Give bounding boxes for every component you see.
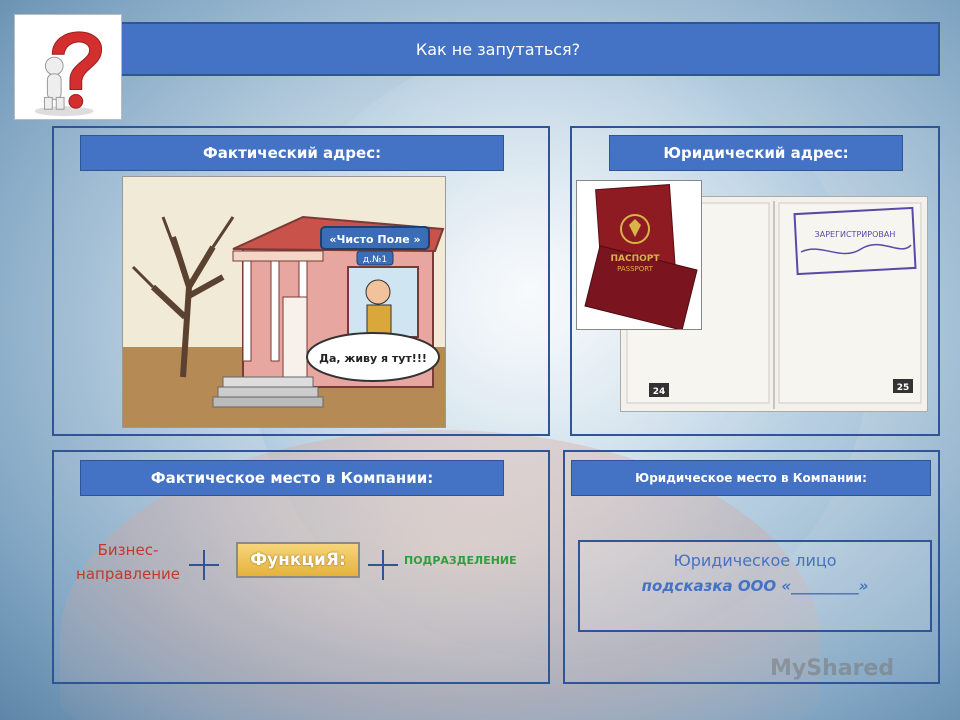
subdivision-label: ПОДРАЗДЕЛЕНИЕ	[404, 554, 517, 567]
watermark: MyShared	[770, 656, 895, 681]
label-legal-place-text: Юридическое место в Компании:	[635, 471, 867, 485]
business-line-label: Бизнес- направление	[76, 541, 180, 583]
house-illustration: «Чисто Поле » д.№1 Да, живу я тут!!!	[122, 176, 446, 428]
plus-icon	[368, 550, 398, 580]
street-sign-text: «Чисто Поле »	[329, 233, 420, 246]
page-number-left: 24	[653, 387, 666, 397]
stamp-text: ЗАРЕГИСТРИРОВАН	[815, 230, 896, 239]
label-legal-address: Юридический адрес:	[609, 135, 903, 171]
page-number-right: 25	[897, 383, 910, 393]
function-box: ФункциЯ:	[236, 542, 360, 578]
label-legal-address-text: Юридический адрес:	[663, 144, 849, 162]
legal-entity-title: Юридическое лицо	[673, 551, 837, 570]
house-number-text: д.№1	[363, 255, 387, 265]
question-icon	[14, 14, 122, 120]
passport-title-en: PASSPORT	[617, 265, 654, 273]
passport-title: ПАСПОРТ	[610, 254, 660, 264]
speech-text: Да, живу я тут!!!	[319, 352, 427, 365]
title-bar: Как не запутаться?	[56, 22, 940, 76]
function-text: ФункциЯ:	[250, 550, 346, 570]
plus-icon	[189, 550, 219, 580]
legal-entity-hint: подсказка ООО «_________»	[641, 577, 869, 595]
label-legal-place: Юридическое место в Компании:	[571, 460, 931, 496]
label-actual-place: Фактическое место в Компании:	[80, 460, 504, 496]
label-actual-address: Фактический адрес:	[80, 135, 504, 171]
legal-entity-box: Юридическое лицо подсказка ООО «________…	[578, 540, 932, 632]
label-actual-address-text: Фактический адрес:	[202, 144, 382, 162]
passport-cover-illustration: ПАСПОРТ PASSPORT	[576, 180, 702, 330]
page-title: Как не запутаться?	[415, 39, 581, 59]
label-actual-place-text: Фактическое место в Компании:	[150, 469, 434, 487]
